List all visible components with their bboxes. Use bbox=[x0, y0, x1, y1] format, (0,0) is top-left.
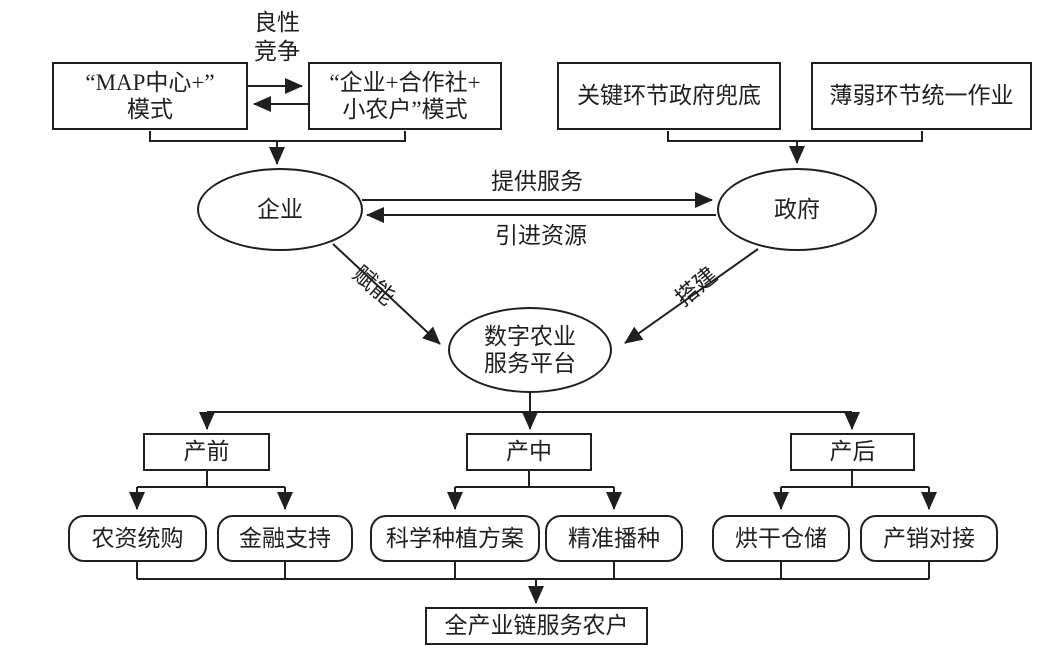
node-pre-production: 产前 bbox=[143, 433, 270, 471]
bracket-left-modes bbox=[149, 131, 406, 142]
edge-build bbox=[624, 248, 759, 344]
node-key-link: 关键环节政府兜底 bbox=[557, 62, 781, 130]
node-finance-support: 金融支持 bbox=[217, 515, 353, 562]
node-agri-purchase: 农资统购 bbox=[68, 515, 207, 562]
node-map-mode: “MAP中心+” 模式 bbox=[52, 62, 248, 130]
node-drying-storage: 烘干仓储 bbox=[712, 515, 850, 562]
node-coop-mode: “企业+合作社+ 小农户”模式 bbox=[308, 62, 502, 130]
node-sales-link: 产销对接 bbox=[860, 515, 998, 562]
edge-empower bbox=[332, 243, 441, 345]
node-government: 政府 bbox=[717, 168, 877, 251]
node-planting-plan: 科学种植方案 bbox=[370, 515, 540, 562]
node-platform: 数字农业 服务平台 bbox=[448, 307, 612, 393]
node-weak-link: 薄弱环节统一作业 bbox=[811, 62, 1032, 130]
node-post-production: 产后 bbox=[790, 433, 915, 471]
bracket-right-measures bbox=[667, 131, 923, 142]
node-precise-seeding: 精准播种 bbox=[545, 515, 683, 562]
edge-label-introduce-resources: 引进资源 bbox=[495, 223, 587, 248]
node-mid-production: 产中 bbox=[466, 433, 592, 471]
edge-label-benign-competition: 良性 竞争 bbox=[254, 10, 300, 64]
node-enterprise: 企业 bbox=[197, 168, 363, 251]
edge-label-provide-services: 提供服务 bbox=[491, 169, 583, 194]
node-full-chain: 全产业链服务农户 bbox=[425, 607, 648, 645]
